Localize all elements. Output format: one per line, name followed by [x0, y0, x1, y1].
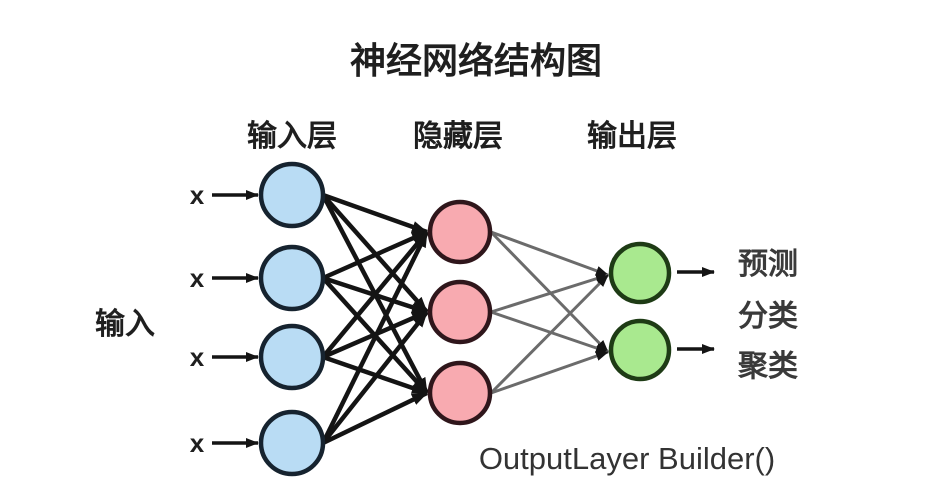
edges-hidden-output [489, 230, 610, 395]
output-labels: 预测 分类 聚类 [737, 248, 798, 383]
input-variable-2: x [190, 263, 205, 293]
edge-hidden3-output1 [489, 273, 610, 395]
input-variable-3: x [190, 342, 205, 372]
output-layer-label: 输出层 [587, 120, 677, 153]
input-variable-1: x [190, 180, 205, 210]
hidden-node-3 [427, 360, 493, 426]
output-label-classification: 分类 [738, 300, 798, 333]
input-node-1 [258, 161, 326, 229]
input-node-3 [258, 323, 326, 391]
output-label-clustering: 聚类 [737, 350, 798, 383]
hidden-layer-nodes [427, 199, 493, 426]
edge-hidden1-output1 [490, 230, 609, 277]
output-layer-nodes [608, 241, 672, 382]
input-side-label: 输入 [95, 308, 155, 341]
edge-input3-hidden1 [321, 230, 429, 359]
hidden-layer-label: 隐藏层 [413, 120, 503, 153]
hidden-node-1 [427, 199, 493, 265]
input-node-4 [258, 409, 326, 477]
input-variable-4: x [190, 428, 205, 458]
output-label-prediction: 预测 [738, 248, 798, 281]
edge-input4-hidden3 [322, 390, 428, 446]
output-arrows [677, 267, 715, 354]
caption-text: OutputLayer Builder() [479, 441, 775, 476]
input-layer-label: 输入层 [247, 120, 337, 153]
input-layer-nodes [258, 161, 326, 477]
input-node-2 [258, 244, 326, 312]
edge-input4-hidden2 [321, 310, 429, 445]
output-node-1 [608, 241, 672, 305]
edge-hidden3-output2 [490, 350, 609, 395]
edge-input2-hidden1 [322, 229, 428, 281]
output-node-2 [608, 318, 672, 382]
edge-input1-hidden1 [322, 192, 428, 235]
hidden-node-2 [427, 279, 493, 345]
edges-input-hidden [320, 192, 430, 446]
input-arrows: x x x x [190, 180, 259, 458]
diagram-title: 神经网络结构图 [350, 40, 602, 81]
edge-input4-hidden1 [320, 231, 430, 444]
edge-hidden2-output1 [490, 273, 609, 314]
